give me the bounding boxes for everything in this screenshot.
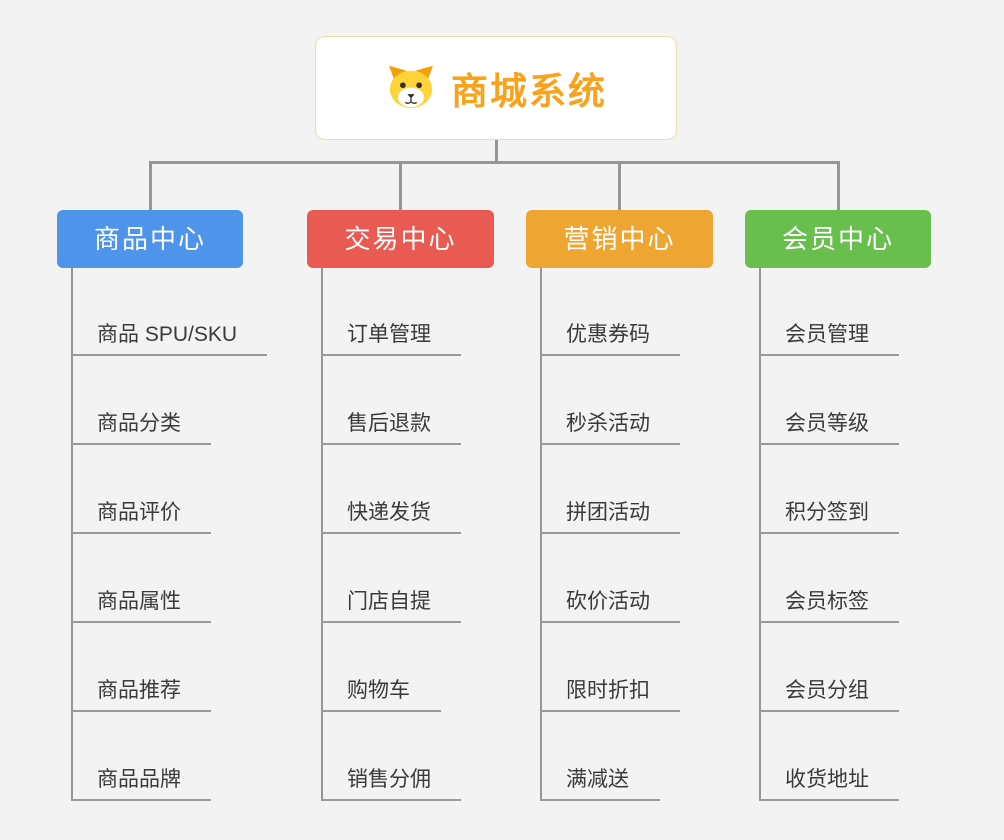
branch-stub-marketing [618,161,621,210]
child-topic[interactable]: 砍价活动 [540,587,680,623]
child-topic[interactable]: 收货地址 [759,765,899,801]
child-topic[interactable]: 秒杀活动 [540,409,680,445]
child-topic[interactable]: 商品评价 [71,498,211,534]
dog-icon [385,60,437,117]
child-topic[interactable]: 快递发货 [321,498,461,534]
child-topic[interactable]: 订单管理 [321,320,461,356]
tree-line-product [71,268,73,801]
child-topic[interactable]: 商品分类 [71,409,211,445]
child-topic[interactable]: 优惠券码 [540,320,680,356]
child-topic[interactable]: 拼团活动 [540,498,680,534]
root-connector-stub [495,140,498,162]
branch-node-product[interactable]: 商品中心 [57,210,243,268]
child-topic[interactable]: 会员标签 [759,587,899,623]
child-topic[interactable]: 会员管理 [759,320,899,356]
child-topic[interactable]: 商品品牌 [71,765,211,801]
child-topic[interactable]: 销售分佣 [321,765,461,801]
tree-line-member [759,268,761,801]
tree-line-marketing [540,268,542,801]
child-topic[interactable]: 售后退款 [321,409,461,445]
tree-line-trade [321,268,323,801]
root-node[interactable]: 商城系统 [315,36,677,140]
branch-node-marketing[interactable]: 营销中心 [526,210,713,268]
child-topic[interactable]: 积分签到 [759,498,899,534]
child-topic[interactable]: 会员等级 [759,409,899,445]
child-topic[interactable]: 门店自提 [321,587,461,623]
child-topic[interactable]: 会员分组 [759,676,899,712]
branch-stub-product [149,161,152,210]
branch-node-member[interactable]: 会员中心 [745,210,931,268]
branch-stub-member [837,161,840,210]
branch-node-trade[interactable]: 交易中心 [307,210,494,268]
connector-horizontal [149,161,840,164]
child-topic[interactable]: 商品推荐 [71,676,211,712]
child-topic[interactable]: 限时折扣 [540,676,680,712]
child-topic[interactable]: 商品 SPU/SKU [71,320,268,356]
child-topic[interactable]: 满减送 [540,765,660,801]
child-topic[interactable]: 购物车 [321,676,441,712]
root-title: 商城系统 [451,71,607,112]
child-topic[interactable]: 商品属性 [71,587,211,623]
branch-stub-trade [399,161,402,210]
